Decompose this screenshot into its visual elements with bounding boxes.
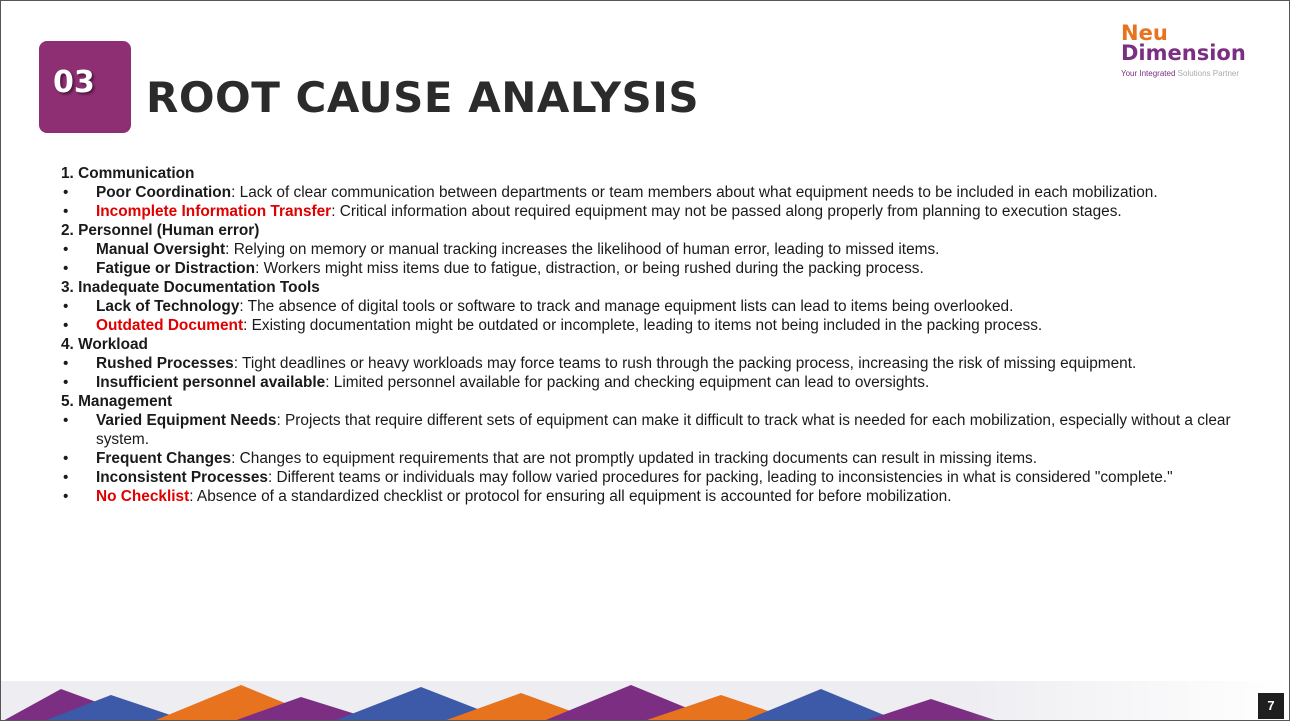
- bullet-term: Rushed Processes: [96, 355, 234, 372]
- bullet-text: : Relying on memory or manual tracking i…: [225, 241, 940, 258]
- bullet-term: No Checklist: [96, 488, 190, 505]
- bullet-text: : Projects that require different sets o…: [96, 412, 1231, 448]
- bullet-text: : Workers might miss items due to fatigu…: [255, 260, 924, 277]
- bullet-item: Manual Oversight: Relying on memory or m…: [63, 240, 1253, 259]
- section-heading: 4. Workload: [61, 336, 148, 353]
- company-logo: Neu Dimension Your Integrated Solutions …: [1121, 21, 1286, 91]
- bullet-term: Incomplete Information Transfer: [96, 203, 332, 220]
- bullet-text: : Limited personnel available for packin…: [325, 374, 930, 391]
- section-heading: 1. Communication: [61, 165, 195, 182]
- bullet-item: Poor Coordination: Lack of clear communi…: [63, 183, 1253, 202]
- logo-tagline: Your Integrated Solutions Partner: [1121, 69, 1240, 78]
- page-title: ROOT CAUSE ANALYSIS: [146, 73, 700, 122]
- bullet-item: Varied Equipment Needs: Projects that re…: [63, 411, 1253, 449]
- logo-line-2: Dimension: [1121, 41, 1246, 65]
- logo-line-1: Neu: [1121, 21, 1168, 45]
- bullet-term: Varied Equipment Needs: [96, 412, 277, 429]
- bullet-term: Lack of Technology: [96, 298, 240, 315]
- bullet-item: Inconsistent Processes: Different teams …: [63, 468, 1253, 487]
- bullet-item: Insufficient personnel available: Limite…: [63, 373, 1253, 392]
- bullet-text: : The absence of digital tools or softwa…: [239, 298, 1014, 315]
- section-heading: 5. Management: [61, 393, 173, 410]
- bullet-item: Lack of Technology: The absence of digit…: [63, 297, 1253, 316]
- bullet-item: Rushed Processes: Tight deadlines or hea…: [63, 354, 1253, 373]
- bullet-term: Fatigue or Distraction: [96, 260, 256, 277]
- bullet-term: Frequent Changes: [96, 450, 232, 467]
- bullet-term: Outdated Document: [96, 317, 244, 334]
- bullet-text: : Tight deadlines or heavy workloads may…: [233, 355, 1137, 372]
- section-number-badge: 03: [39, 41, 131, 133]
- bullet-item: Fatigue or Distraction: Workers might mi…: [63, 259, 1253, 278]
- bullet-term: Inconsistent Processes: [96, 469, 268, 486]
- bullet-term: Insufficient personnel available: [96, 374, 326, 391]
- section-number: 03: [53, 65, 95, 100]
- bullet-term: Poor Coordination: [96, 184, 232, 201]
- bullet-text: : Changes to equipment requirements that…: [231, 450, 1037, 467]
- bullet-text: : Absence of a standardized checklist or…: [189, 488, 952, 505]
- bullet-item: No Checklist: Absence of a standardized …: [63, 487, 1253, 506]
- bullet-term: Manual Oversight: [96, 241, 226, 258]
- bullet-item: Frequent Changes: Changes to equipment r…: [63, 449, 1253, 468]
- bullet-text: : Lack of clear communication between de…: [231, 184, 1158, 201]
- section-heading: 2. Personnel (Human error): [61, 222, 260, 239]
- bullet-text: : Existing documentation might be outdat…: [243, 317, 1043, 334]
- section-heading: 3. Inadequate Documentation Tools: [61, 279, 320, 296]
- bullet-text: : Critical information about required eq…: [331, 203, 1122, 220]
- bullet-item: Incomplete Information Transfer: Critica…: [63, 202, 1253, 221]
- bullet-text: : Different teams or individuals may fol…: [267, 469, 1173, 486]
- page-number: 7: [1258, 693, 1284, 719]
- decorative-footer-band: [1, 681, 1289, 720]
- bullet-item: Outdated Document: Existing documentatio…: [63, 316, 1253, 335]
- root-cause-list: 1. CommunicationPoor Coordination: Lack …: [61, 164, 1253, 506]
